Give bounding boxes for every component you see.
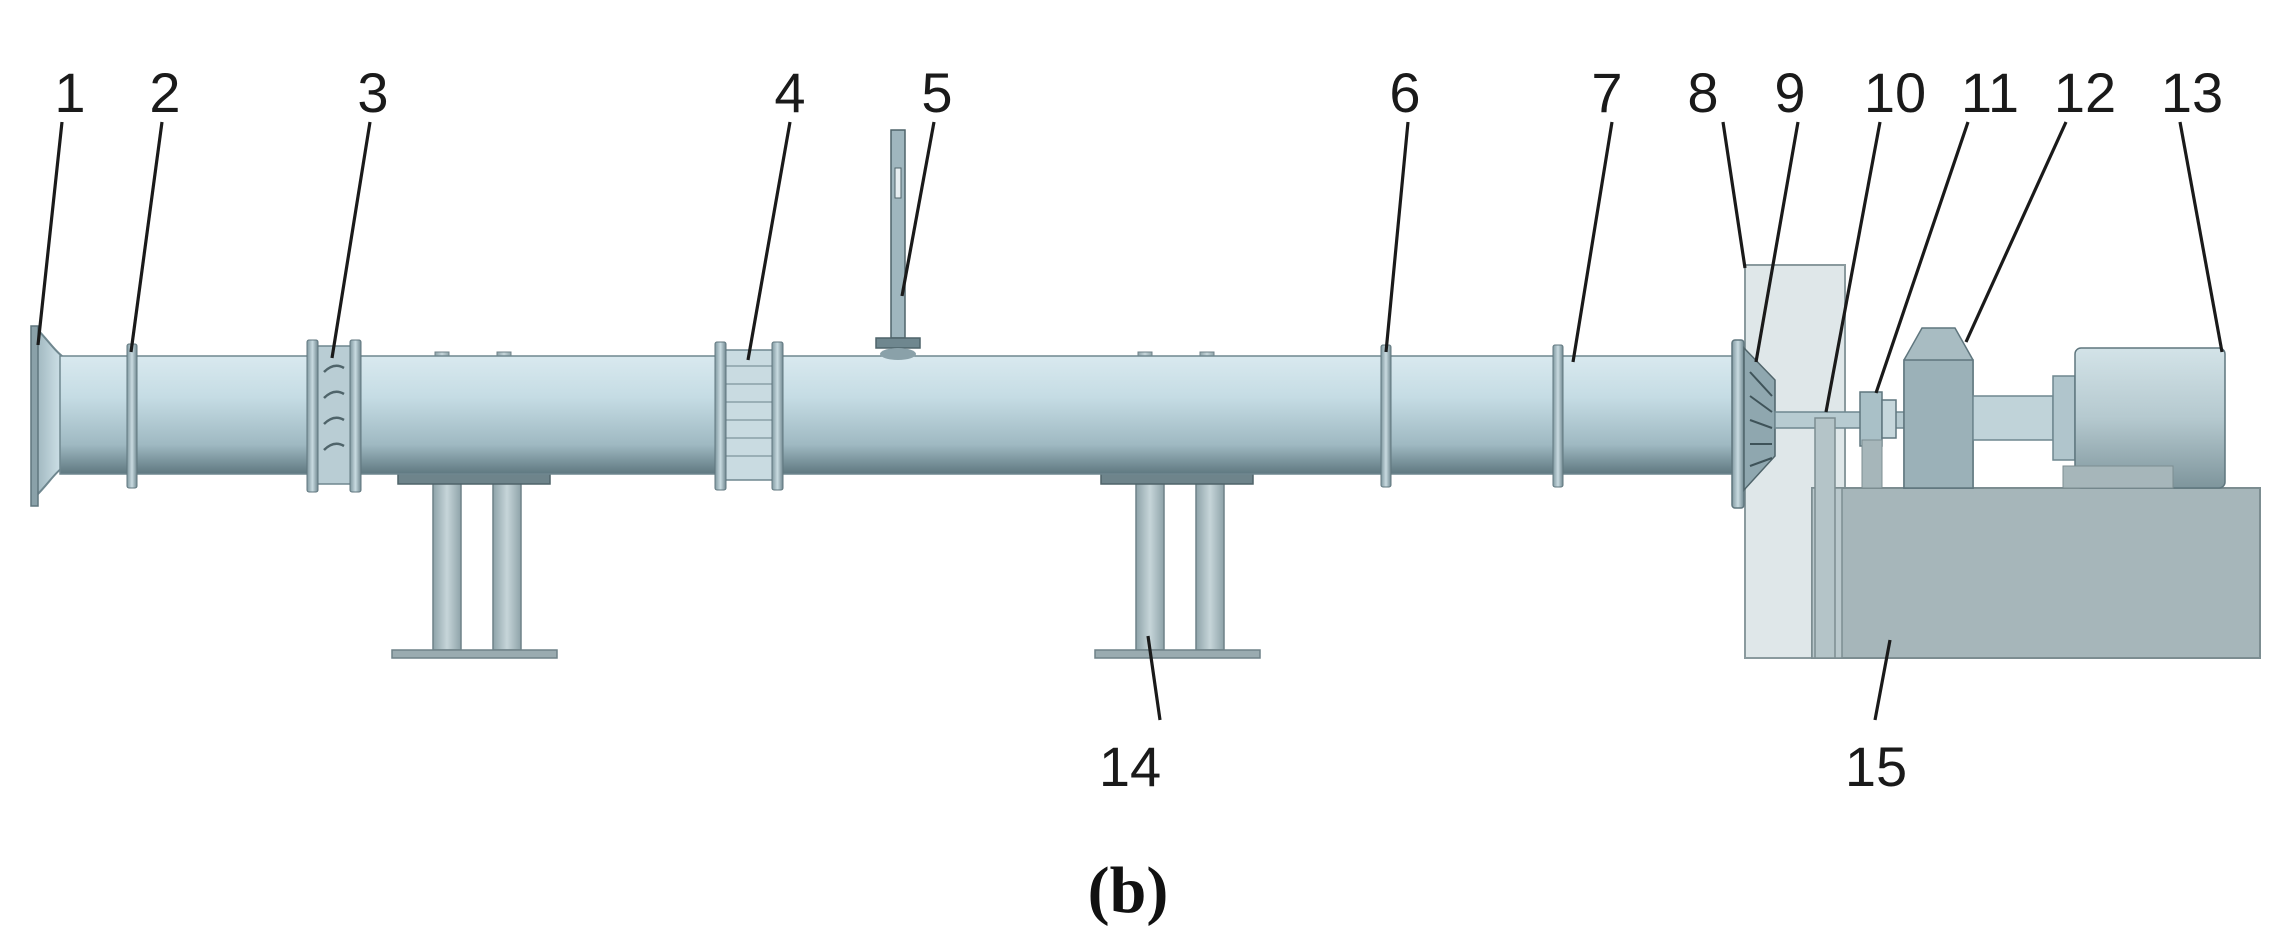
subfigure-label: (b) <box>1088 854 1169 927</box>
duct-flanges <box>126 339 1564 493</box>
part-label-4: 4 <box>774 61 805 124</box>
part-label-2: 2 <box>149 61 180 124</box>
fan-impeller <box>1731 339 1776 509</box>
guide-vane-section <box>315 345 353 485</box>
part-labels: 1 2 3 4 5 6 7 8 9 10 11 12 13 14 15 <box>54 61 2223 798</box>
part-label-6: 6 <box>1389 61 1420 124</box>
part-label-11: 11 <box>1961 61 2019 124</box>
part-label-3: 3 <box>357 61 388 124</box>
honeycomb-section <box>721 349 775 481</box>
part-label-13: 13 <box>2161 61 2223 124</box>
part-label-1: 1 <box>54 61 85 124</box>
leader-lines <box>36 121 2224 721</box>
part-label-7: 7 <box>1591 61 1622 124</box>
part-label-14: 14 <box>1099 735 1161 798</box>
traverse-probe <box>875 129 921 360</box>
part-label-5: 5 <box>921 61 952 124</box>
part-label-8: 8 <box>1687 61 1718 124</box>
part-label-15: 15 <box>1845 735 1907 798</box>
motor-base <box>1811 487 2261 659</box>
inlet-bellmouth <box>30 325 63 507</box>
part-label-12: 12 <box>2054 61 2116 124</box>
torque-meter <box>1903 327 1974 489</box>
part-label-10: 10 <box>1864 61 1926 124</box>
part-label-9: 9 <box>1774 61 1805 124</box>
motor <box>1972 347 2226 489</box>
coupling <box>1859 391 1897 489</box>
